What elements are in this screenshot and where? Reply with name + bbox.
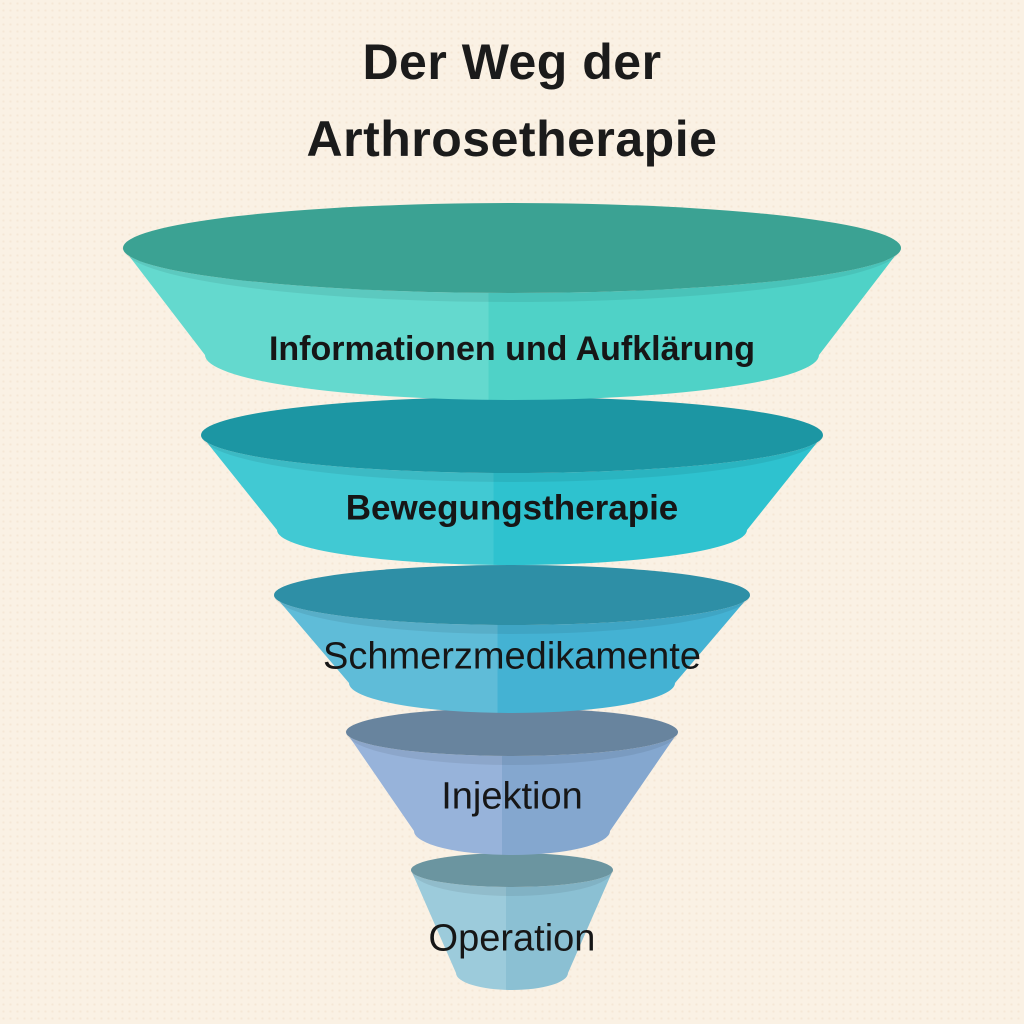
funnel-rim-shadow <box>346 732 678 765</box>
funnel-rim-shadow <box>123 248 901 302</box>
funnel-segment-top <box>201 397 823 473</box>
funnel-segment-4: Injektion <box>346 708 678 855</box>
funnel-rim-shadow <box>411 870 613 896</box>
funnel-segment-1: Informationen und Aufklärung <box>123 203 901 400</box>
funnel-segment-body <box>201 435 823 565</box>
funnel-segment-body <box>411 870 613 990</box>
funnel-segment-top <box>274 565 750 625</box>
funnel-rim-shadow <box>274 595 750 634</box>
funnel-label: Injektion <box>441 775 583 817</box>
funnel-label: Schmerzmedikamente <box>323 635 701 677</box>
funnel-rim-shadow <box>201 435 823 482</box>
funnel-label: Informationen und Aufklärung <box>269 330 755 368</box>
funnel-segment-top <box>123 203 901 293</box>
funnel-segment-top <box>346 708 678 756</box>
funnel-label: Bewegungstherapie <box>346 488 679 527</box>
funnel-segment-2: Bewegungstherapie <box>201 397 823 565</box>
funnel-segment-body <box>346 732 678 855</box>
funnel-label: Operation <box>429 917 596 959</box>
funnel-segment-body <box>274 595 750 713</box>
funnel-segment-body <box>123 248 901 400</box>
funnel-segment-5: Operation <box>411 853 613 990</box>
chart-title: Der Weg der Arthrosetherapie <box>306 34 718 167</box>
funnel-segment-top <box>411 853 613 887</box>
funnel-segment-3: Schmerzmedikamente <box>274 565 750 713</box>
